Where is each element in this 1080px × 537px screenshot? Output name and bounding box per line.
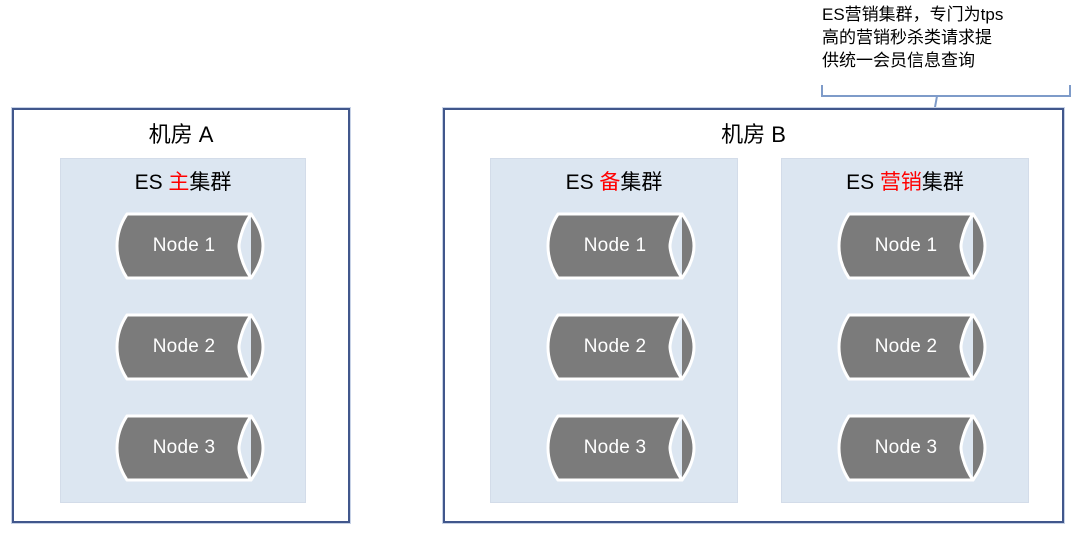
node-cylinder[interactable]: Node 1 xyxy=(113,212,269,280)
cluster-title-highlight: 营销 xyxy=(879,171,922,194)
cylinder-body-icon xyxy=(837,212,975,280)
cylinder-cap-icon xyxy=(971,212,987,280)
cylinder-cap-icon xyxy=(680,212,696,280)
cluster-title-prefix: ES xyxy=(565,171,600,194)
cylinder-body-icon xyxy=(837,414,975,482)
cylinder-body-icon xyxy=(837,313,975,381)
cylinder-body-icon xyxy=(115,313,253,381)
callout-bracket-icon xyxy=(821,85,1071,97)
node-cylinder[interactable]: Node 1 xyxy=(544,212,700,280)
node-cylinder[interactable]: Node 2 xyxy=(113,313,269,381)
cluster-title-highlight: 备 xyxy=(599,171,621,194)
cylinder-body-icon xyxy=(546,212,684,280)
cluster-title-es-primary: ES 主集群 xyxy=(61,172,305,193)
room-box-b[interactable]: 机房 B ES 备集群 Node 1 Node 2 xyxy=(443,108,1064,523)
cylinder-cap-icon xyxy=(680,313,696,381)
cylinder-cap-icon xyxy=(249,212,265,280)
node-cylinder[interactable]: Node 1 xyxy=(835,212,991,280)
room-title-b: 机房 B xyxy=(721,122,786,147)
cylinder-cap-icon xyxy=(680,414,696,482)
node-cylinder[interactable]: Node 3 xyxy=(113,414,269,482)
cluster-title-suffix: 集群 xyxy=(189,171,232,194)
room-title-a: 机房 A xyxy=(148,122,214,147)
cluster-title-suffix: 集群 xyxy=(921,171,964,194)
cylinder-cap-icon xyxy=(249,313,265,381)
cylinder-cap-icon xyxy=(971,313,987,381)
cylinder-body-icon xyxy=(546,313,684,381)
node-cylinder[interactable]: Node 3 xyxy=(835,414,991,482)
room-box-a[interactable]: 机房 A ES 主集群 Node 1 Node 2 xyxy=(12,108,350,523)
cluster-title-prefix: ES xyxy=(134,171,169,194)
cluster-panel-es-primary[interactable]: ES 主集群 Node 1 Node 2 xyxy=(60,158,306,503)
callout-annotation-text: ES营销集群，专门为tps 高的营销秒杀类请求提 供统一会员信息查询 xyxy=(822,5,1004,70)
cluster-panel-es-marketing[interactable]: ES 营销集群 Node 1 Node 2 xyxy=(781,158,1029,503)
node-cylinder[interactable]: Node 2 xyxy=(835,313,991,381)
cluster-title-highlight: 主 xyxy=(168,171,190,194)
cylinder-body-icon xyxy=(546,414,684,482)
cluster-title-suffix: 集群 xyxy=(620,171,663,194)
cylinder-cap-icon xyxy=(971,414,987,482)
cluster-panel-es-standby[interactable]: ES 备集群 Node 1 Node 2 xyxy=(490,158,738,503)
cylinder-cap-icon xyxy=(249,414,265,482)
cluster-title-es-standby: ES 备集群 xyxy=(491,172,737,193)
node-cylinder[interactable]: Node 3 xyxy=(544,414,700,482)
cluster-title-prefix: ES xyxy=(846,171,880,194)
node-cylinder[interactable]: Node 2 xyxy=(544,313,700,381)
cluster-title-es-marketing: ES 营销集群 xyxy=(782,172,1028,193)
cylinder-body-icon xyxy=(115,414,253,482)
cylinder-body-icon xyxy=(115,212,253,280)
